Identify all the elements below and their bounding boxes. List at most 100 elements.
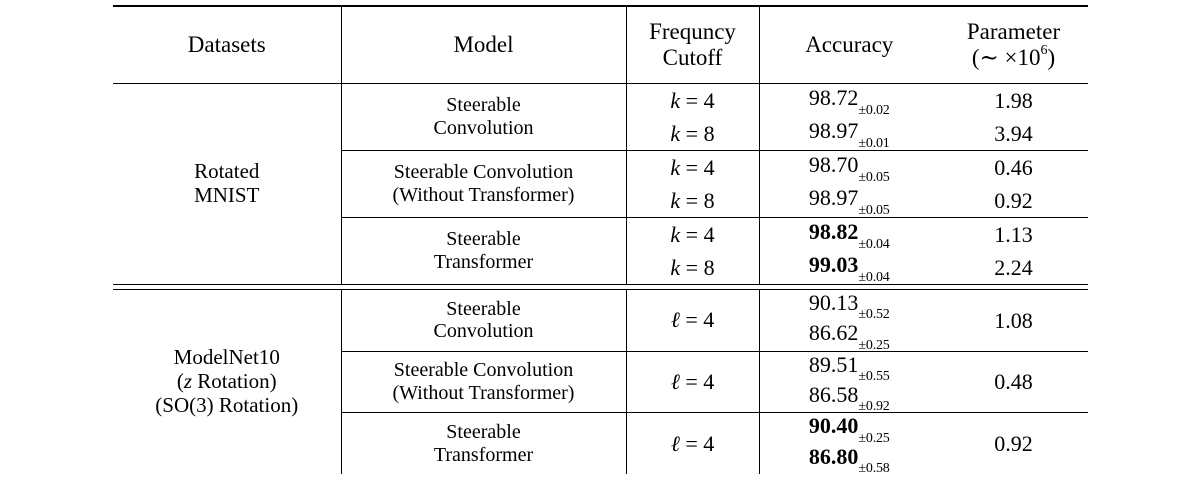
cutoff-cell: ℓ = 4 xyxy=(625,412,759,475)
cutoff-cell: k = 4 xyxy=(625,83,759,117)
cutoff-equals: = xyxy=(685,254,699,280)
accuracy-error: ±0.02 xyxy=(858,102,890,118)
cutoff-variable: ℓ xyxy=(670,369,680,395)
model-line-1: Steerable xyxy=(446,94,521,117)
dataset-line-1: ModelNet10 xyxy=(173,345,280,370)
cutoff-cell: ℓ = 4 xyxy=(625,350,759,413)
model-line-1: Steerable xyxy=(446,297,521,320)
accuracy-value: 98.82 xyxy=(808,219,859,245)
accuracy-value: 98.70 xyxy=(808,152,859,178)
cutoff-variable: k xyxy=(670,221,681,247)
cutoff-value: 4 xyxy=(703,221,715,247)
column-header-parameter: Parameter (∼ ×106) xyxy=(939,6,1088,84)
tilde-symbol: ∼ xyxy=(979,45,999,70)
cutoff-equals: = xyxy=(685,154,699,180)
accuracy-cell: 98.97±0.05 xyxy=(758,184,939,218)
table-header: Datasets Model Frequncy Cutoff Accuracy … xyxy=(113,6,1088,84)
cutoff-variable: k xyxy=(670,187,681,213)
model-label-steerable-convolution-without-transformer: Steerable Convolution (Without Transform… xyxy=(340,150,626,218)
cutoff-cell: ℓ = 4 xyxy=(625,289,759,352)
parameter-cell: 1.98 xyxy=(994,87,1033,113)
cutoff-equals: = xyxy=(685,369,698,395)
accuracy-line-1: 90.13±0.52 xyxy=(760,290,940,322)
cutoff-variable: k xyxy=(670,254,681,280)
accuracy-cell: 99.03±0.04 xyxy=(758,251,939,285)
parameter-cell: 0.92 xyxy=(994,187,1033,213)
times-symbol: × xyxy=(1004,45,1018,70)
header-row: Datasets Model Frequncy Cutoff Accuracy … xyxy=(113,6,1088,84)
accuracy-value: 99.03 xyxy=(808,252,859,278)
dataset-line-1: Rotated xyxy=(194,159,260,184)
column-header-frequency-cutoff: Frequncy Cutoff xyxy=(625,6,759,84)
dataset-label-rotated-mnist: Rotated MNIST xyxy=(113,84,341,285)
cutoff-equals: = xyxy=(685,187,699,213)
accuracy-error: ±0.04 xyxy=(858,269,890,285)
frequency-cutoff-line-1: Frequncy xyxy=(649,18,736,44)
accuracy-error: ±0.04 xyxy=(858,236,890,252)
cutoff-equals: = xyxy=(685,430,698,456)
cutoff-equals: = xyxy=(685,221,699,247)
parameter-line-1: Parameter xyxy=(966,18,1061,44)
model-line-2: (Without Transformer) xyxy=(392,184,575,206)
dataset-line-2: MNIST xyxy=(194,183,260,207)
results-table: Datasets Model Frequncy Cutoff Accuracy … xyxy=(113,5,1088,477)
cutoff-cell: k = 8 xyxy=(625,184,759,218)
section-divider xyxy=(113,284,1088,290)
cutoff-value: 4 xyxy=(703,369,715,395)
paren-close: ) xyxy=(1047,45,1056,70)
cutoff-variable: k xyxy=(670,154,681,180)
cutoff-value: 8 xyxy=(703,120,715,146)
model-line-1: Steerable xyxy=(446,420,521,443)
cutoff-equals: = xyxy=(685,87,699,113)
accuracy-value: 98.72 xyxy=(808,85,859,111)
table-row: ModelNet10 (z Rotation) (SO(3) Rotation)… xyxy=(113,289,1088,417)
cutoff-equals: = xyxy=(685,307,698,333)
accuracy-error: ±0.25 xyxy=(858,337,890,353)
cutoff-cell: k = 8 xyxy=(625,117,759,151)
table-row: k = 8 98.97±0.01 3.94 xyxy=(113,117,1088,151)
accuracy-value: 98.97 xyxy=(808,185,859,211)
parameter-cell: 3.94 xyxy=(994,120,1033,146)
model-line-1: Steerable Convolution xyxy=(393,161,574,184)
cutoff-value: 4 xyxy=(703,430,715,456)
accuracy-error: ±0.25 xyxy=(858,430,890,446)
accuracy-value: 98.97 xyxy=(808,118,859,144)
accuracy-error: ±0.05 xyxy=(858,202,890,218)
cutoff-value: 4 xyxy=(703,307,715,333)
parameter-cell: 1.08 xyxy=(994,307,1033,333)
column-header-model: Model xyxy=(340,6,626,84)
accuracy-cell: 89.51±0.55 86.58±0.92 xyxy=(758,350,940,414)
accuracy-error: ±0.01 xyxy=(858,135,890,151)
accuracy-error: ±0.58 xyxy=(858,461,890,477)
model-label-steerable-convolution: Steerable Convolution xyxy=(340,289,626,352)
column-header-datasets: Datasets xyxy=(187,31,266,57)
parameter-cell: 0.46 xyxy=(939,150,1088,184)
parameter-line-2: (∼ ×106) xyxy=(939,43,1088,71)
model-line-1: Steerable Convolution xyxy=(393,359,574,382)
accuracy-line-2: 86.58±0.92 xyxy=(760,382,940,414)
accuracy-value: 86.62 xyxy=(808,320,859,346)
accuracy-value: 86.80 xyxy=(808,443,859,469)
table-row: Steerable Convolution (Without Transform… xyxy=(113,150,1088,218)
accuracy-cell: 90.40±0.25 86.80±0.58 xyxy=(758,412,939,477)
parameter-cell: 0.48 xyxy=(939,350,1088,413)
cutoff-variable: ℓ xyxy=(670,307,680,333)
accuracy-cell: 98.72±0.02 xyxy=(758,83,939,118)
table-row: Steerable Convolution (Without Transform… xyxy=(113,350,1088,414)
model-label-steerable-convolution-without-transformer: Steerable Convolution (Without Transform… xyxy=(340,350,626,413)
model-line-2: Convolution xyxy=(433,117,534,139)
accuracy-line-2: 86.62±0.25 xyxy=(760,320,940,353)
accuracy-value: 90.13 xyxy=(808,290,859,315)
parameter-cell: 1.13 xyxy=(939,217,1088,251)
accuracy-cell: 98.97±0.01 xyxy=(758,117,939,151)
cutoff-value: 8 xyxy=(703,187,715,213)
accuracy-cell: 98.70±0.05 xyxy=(758,150,939,185)
cutoff-cell: k = 8 xyxy=(625,251,759,285)
accuracy-value: 90.40 xyxy=(808,413,859,439)
cutoff-value: 4 xyxy=(703,154,715,180)
cutoff-equals: = xyxy=(685,120,699,146)
model-line-1: Steerable xyxy=(446,228,521,251)
rotation-variable: z xyxy=(183,369,193,394)
model-line-2: Transformer xyxy=(433,443,534,466)
